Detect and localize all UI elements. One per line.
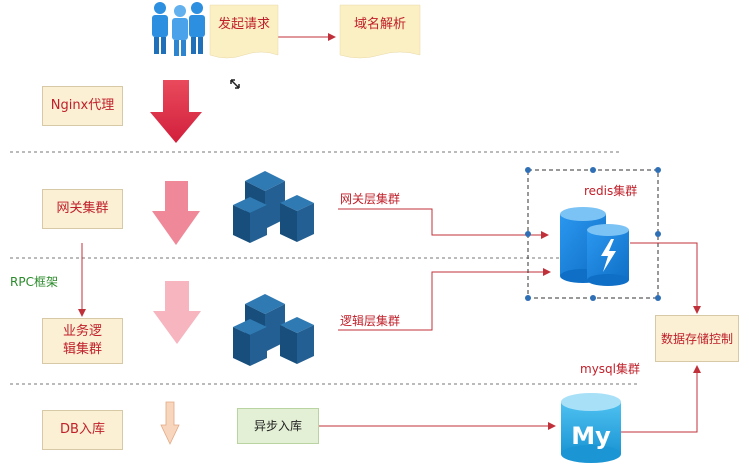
gateway-node: 网关集群 (42, 189, 123, 229)
redis-to-control-connector (630, 242, 701, 314)
nginx-label: Nginx代理 (50, 98, 115, 113)
redis-label: redis集群 (584, 184, 638, 198)
mysql-to-control-connector (620, 365, 701, 433)
request-node: 发起请求 (210, 12, 278, 38)
async-write-label: 异步入库 (253, 419, 302, 433)
mysql-icon: My (561, 393, 621, 463)
business-label-line1: 业务逻 (62, 324, 102, 339)
nginx-down-arrow (150, 80, 202, 143)
gateway-layer-label: 网关层集群 (340, 192, 401, 206)
request-doc-shape (209, 4, 279, 59)
selection-handles (525, 167, 661, 301)
db-node: DB入库 (42, 410, 123, 450)
gateway-label: 网关集群 (56, 201, 109, 216)
building-icon (233, 171, 314, 243)
rpc-label: RPC框架 (10, 275, 58, 289)
dns-node: 域名解析 (340, 12, 420, 38)
gateway-down-arrow (152, 181, 200, 245)
building-icon (233, 294, 314, 366)
business-label-line2: 辑集群 (62, 342, 102, 357)
db-down-arrow (160, 401, 180, 445)
dns-doc-shape (339, 4, 421, 59)
gateway-layer-connector (338, 208, 549, 239)
redis-icon (560, 207, 629, 286)
data-control-label: 数据存储控制 (660, 331, 733, 346)
business-node: 业务逻 辑集群 (42, 318, 123, 364)
dns-label: 域名解析 (353, 17, 406, 32)
mysql-logo-text: My (571, 422, 611, 450)
request-label: 发起请求 (217, 17, 270, 32)
logic-layer-label: 逻辑层集群 (340, 314, 401, 328)
async-write-node: 异步入库 (237, 408, 319, 444)
nginx-node: Nginx代理 (42, 86, 123, 126)
mysql-label: mysql集群 (580, 362, 640, 376)
db-label: DB入库 (60, 422, 105, 437)
users-icon (152, 2, 205, 56)
cursor-icon (230, 79, 240, 89)
logic-layer-connector (338, 268, 551, 331)
logic-down-arrow (153, 281, 201, 344)
data-control-node: 数据存储控制 (655, 315, 739, 362)
